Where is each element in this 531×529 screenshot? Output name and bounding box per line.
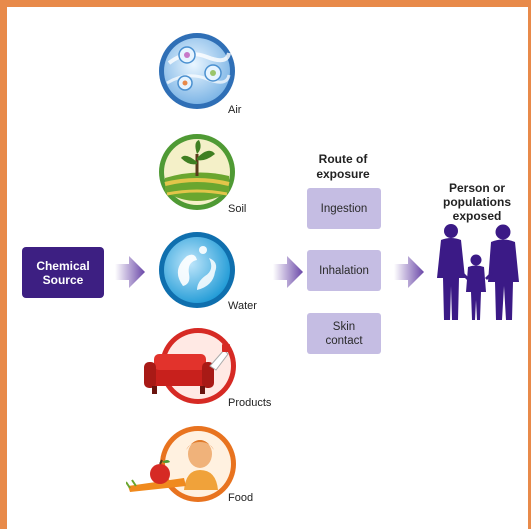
source-label-soil: Soil — [228, 203, 247, 215]
air-icon — [159, 33, 235, 109]
route-of-exposure-title: Route of exposure — [316, 152, 370, 181]
chemical-source-box: Chemical Source — [22, 247, 104, 298]
arrow-to-person-icon — [394, 256, 424, 288]
family-icon — [437, 224, 519, 320]
route-inhalation-box: Inhalation — [307, 250, 381, 291]
route-skin-contact-box: Skin contact — [307, 313, 381, 354]
person-exposed-title: Person or populations exposed — [443, 181, 511, 223]
source-label-products: Products — [228, 397, 272, 409]
source-label-water: Water — [228, 300, 257, 312]
water-icon — [159, 232, 235, 308]
arrow-to-sources-icon — [115, 256, 145, 288]
source-label-food: Food — [228, 492, 254, 504]
source-label-air: Air — [228, 104, 242, 116]
products-icon — [144, 328, 236, 404]
route-ingestion-box: Ingestion — [307, 188, 381, 229]
food-icon — [126, 426, 236, 502]
arrow-to-route-icon — [273, 256, 303, 288]
soil-icon — [159, 134, 235, 210]
